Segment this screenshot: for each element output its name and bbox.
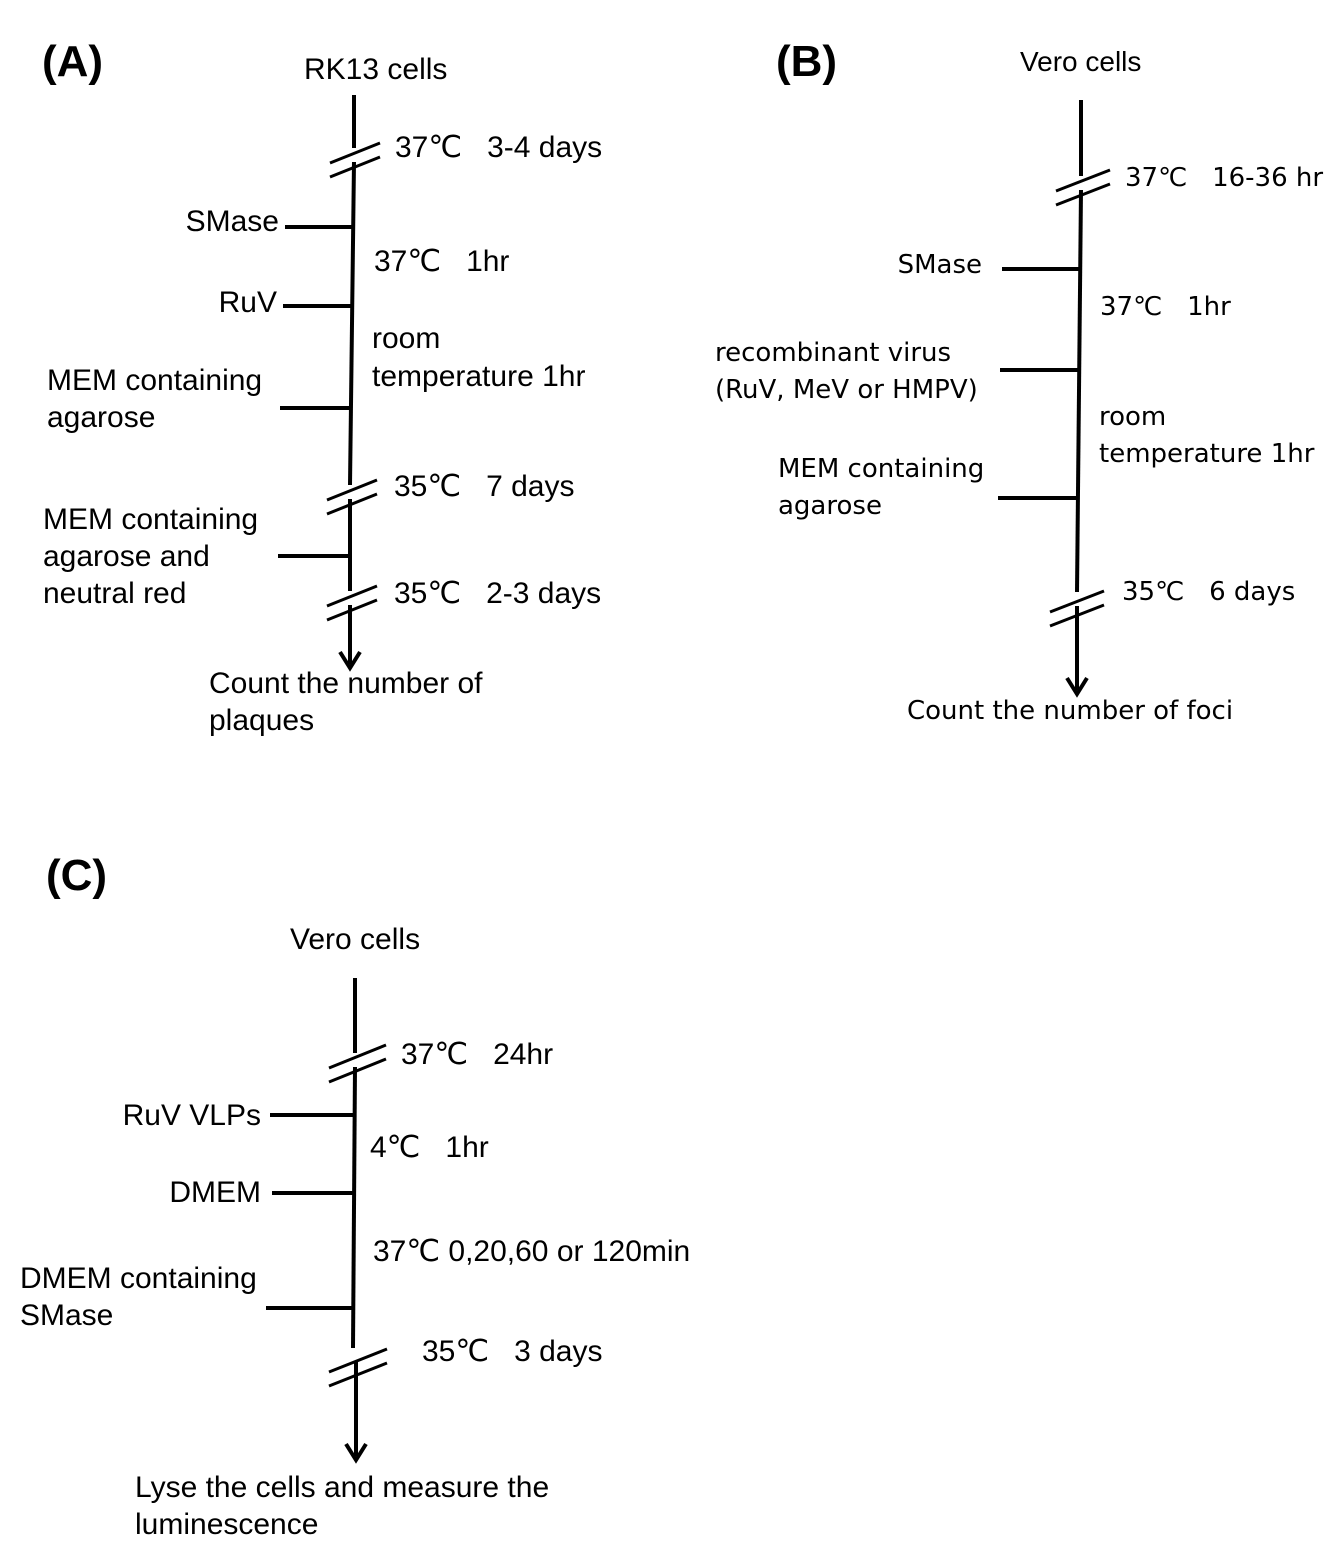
panel-a-reagent: RuV <box>219 286 277 319</box>
panel-a-condition: 35℃ 7 days <box>394 470 574 503</box>
panel-c-reagent: DMEM <box>169 1176 261 1209</box>
panel-b-break-mark <box>1055 168 1111 207</box>
panel-b: (B) Vero cells 37℃ 16-36 hr 37℃ 1hr room… <box>715 37 1323 726</box>
panel-c-endpoint: Lyse the cells and measure the <box>135 1471 549 1504</box>
panel-a-reagent: MEM containing <box>43 503 258 536</box>
panel-a-reagent: neutral red <box>43 577 186 610</box>
panel-c-condition: 4℃ 1hr <box>370 1131 489 1164</box>
panel-a-endpoint: plaques <box>209 704 314 737</box>
panel-b-condition: 37℃ 16-36 hr <box>1125 163 1323 193</box>
panel-b-timeline-segment <box>1075 189 1083 593</box>
panel-a-break-mark <box>326 584 378 622</box>
panel-b-reagent: recombinant virus <box>715 338 951 368</box>
panel-a-label: (A) <box>42 37 103 86</box>
panel-b-reagent: MEM containing <box>778 454 984 484</box>
panel-c-reagent: DMEM containing <box>20 1262 257 1295</box>
panel-c: (C) Vero cells 37℃ 24hr 4℃ 1hr 37℃ 0,20,… <box>20 851 690 1541</box>
panel-b-start: Vero cells <box>1020 46 1141 77</box>
panel-a-break-mark <box>326 478 378 516</box>
panel-c-endpoint: luminescence <box>135 1508 318 1541</box>
panel-a-endpoint: Count the number of <box>209 667 483 700</box>
panel-a: (A) RK13 cells 37℃ 3-4 days 37℃ 1hr roo <box>42 37 602 737</box>
panel-b-reagent: agarose <box>778 491 882 521</box>
panel-a-break-mark <box>329 141 381 179</box>
panel-c-reagent: SMase <box>20 1299 113 1332</box>
panel-b-break-mark <box>1049 589 1105 628</box>
panel-a-reagent: agarose and <box>43 540 210 573</box>
panel-b-endpoint: Count the number of foci <box>907 696 1233 726</box>
panel-a-arrowhead <box>338 650 362 672</box>
panel-a-reagent: SMase <box>186 205 279 238</box>
panel-c-condition: 35℃ 3 days <box>422 1335 602 1368</box>
panel-c-arrowhead <box>344 1442 368 1464</box>
panel-c-reagent: RuV VLPs <box>123 1099 261 1132</box>
panel-a-reagent: MEM containing <box>47 364 262 397</box>
panel-b-reagent: SMase <box>898 250 982 280</box>
panel-a-condition: 35℃ 2-3 days <box>394 577 601 610</box>
panel-b-condition: room <box>1099 402 1166 432</box>
panel-a-condition: 37℃ 3-4 days <box>395 131 602 164</box>
panel-a-reagent: agarose <box>47 401 155 434</box>
panel-b-condition: temperature 1hr <box>1099 439 1315 469</box>
panel-c-condition: 37℃ 24hr <box>401 1038 553 1071</box>
panel-b-condition: 35℃ 6 days <box>1122 577 1295 607</box>
panel-a-condition: room <box>372 322 440 355</box>
panel-b-reagent: (RuV, MeV or HMPV) <box>715 375 978 405</box>
panel-b-condition: 37℃ 1hr <box>1100 292 1231 322</box>
panel-a-condition: temperature 1hr <box>372 360 585 393</box>
panel-c-start: Vero cells <box>290 923 420 956</box>
panel-a-start: RK13 cells <box>304 53 447 86</box>
panel-a-timeline-segment <box>348 161 356 486</box>
panel-c-condition: 37℃ 0,20,60 or 120min <box>373 1235 690 1268</box>
panel-c-break-mark <box>328 1347 388 1388</box>
panel-a-condition: 37℃ 1hr <box>374 245 509 278</box>
panel-b-label: (B) <box>776 37 837 86</box>
panel-b-arrowhead <box>1065 676 1089 698</box>
panel-c-label: (C) <box>46 851 107 900</box>
panel-c-break-mark <box>328 1043 387 1084</box>
panel-c-timeline-segment <box>351 1066 357 1349</box>
